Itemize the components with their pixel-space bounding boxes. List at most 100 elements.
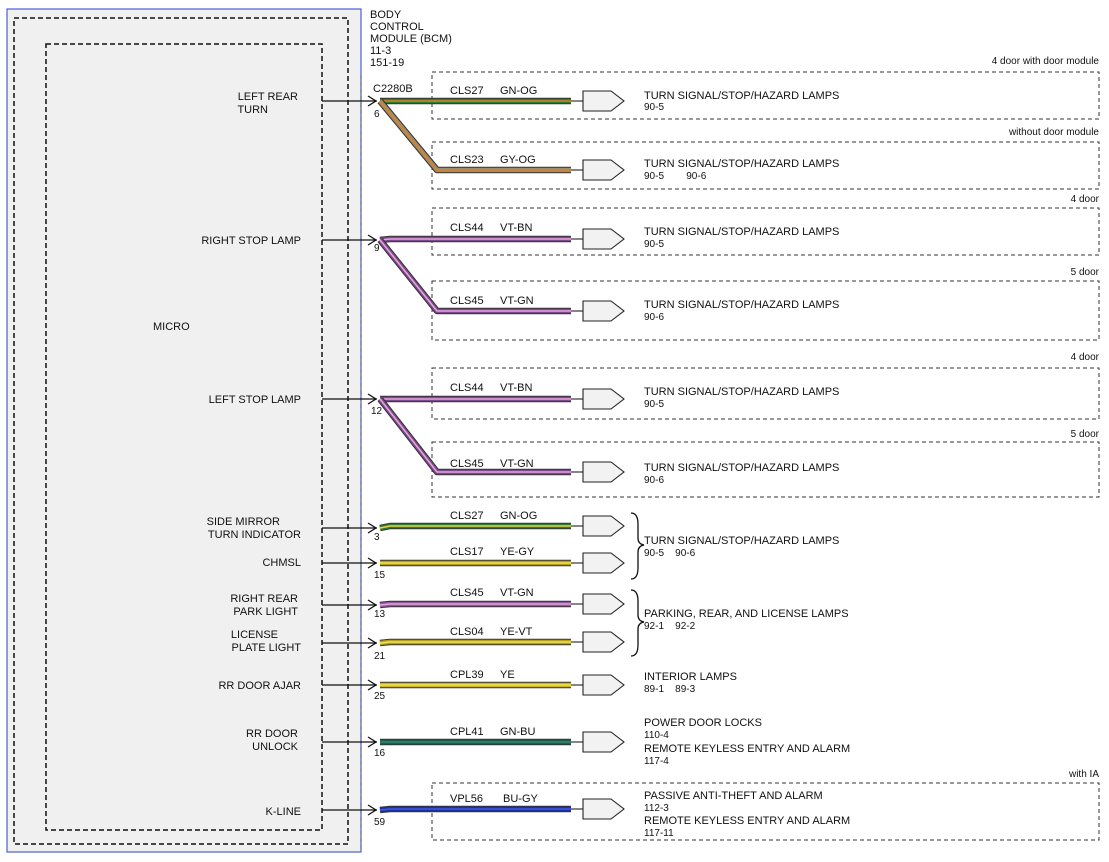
pin-arrow bbox=[367, 804, 378, 816]
wire-stripe bbox=[379, 239, 571, 312]
option-label: with IA bbox=[1068, 769, 1099, 780]
option-label: 5 door bbox=[1071, 267, 1100, 278]
wire-color: YE bbox=[500, 669, 515, 681]
input-label: RIGHT REAR bbox=[230, 593, 298, 605]
connector-label: C2280B bbox=[373, 83, 413, 95]
circuit-id: CLS44 bbox=[450, 382, 484, 394]
terminal-connector bbox=[582, 461, 625, 483]
destination-label: TURN SIGNAL/STOP/HAZARD LAMPS bbox=[644, 462, 839, 474]
wire-color: BU-GY bbox=[503, 793, 539, 805]
destination-label: TURN SIGNAL/STOP/HAZARD LAMPS bbox=[644, 226, 839, 238]
wire-stripe bbox=[379, 603, 571, 606]
circuit-id: CPL41 bbox=[450, 726, 484, 738]
wire-color: GN-OG bbox=[500, 510, 537, 522]
option-label: 4 door bbox=[1071, 194, 1100, 205]
circuit-id: CLS23 bbox=[450, 154, 484, 166]
input-label: K-LINE bbox=[266, 806, 301, 818]
pin-number: 16 bbox=[374, 748, 386, 759]
terminal-connector bbox=[582, 631, 625, 653]
pin-number: 9 bbox=[374, 243, 380, 254]
micro-block bbox=[45, 43, 323, 831]
terminal-connector bbox=[582, 593, 625, 615]
wire-color: YE-GY bbox=[500, 546, 535, 558]
terminal-connector bbox=[582, 552, 625, 574]
input-label: LEFT REAR bbox=[238, 91, 298, 103]
wire-stripe bbox=[379, 398, 571, 473]
group-brace bbox=[630, 589, 645, 657]
destination-label: REMOTE KEYLESS ENTRY AND ALARM bbox=[644, 815, 850, 827]
destination-ref: 117-4 bbox=[644, 756, 669, 767]
input-label: RR DOOR bbox=[246, 728, 298, 740]
micro-label: MICRO bbox=[153, 321, 190, 333]
input-label: RR DOOR AJAR bbox=[218, 680, 301, 692]
input-label: TURN INDICATOR bbox=[208, 529, 301, 541]
group-brace bbox=[630, 512, 645, 580]
wire-color: VT-BN bbox=[500, 382, 532, 394]
pin-number: 3 bbox=[374, 532, 380, 543]
wire-color: VT-GN bbox=[500, 458, 534, 470]
destination-label: TURN SIGNAL/STOP/HAZARD LAMPS bbox=[644, 386, 839, 398]
terminal-connector bbox=[582, 515, 625, 537]
wire-color: YE-VT bbox=[500, 626, 533, 638]
input-label: LEFT STOP LAMP bbox=[209, 394, 301, 406]
wire-stripe bbox=[379, 808, 571, 811]
pin-number: 13 bbox=[374, 609, 386, 620]
terminal-connector bbox=[582, 159, 625, 181]
input-label: LICENSE bbox=[231, 629, 278, 641]
wire-color: GY-OG bbox=[500, 154, 536, 166]
destination-label: TURN SIGNAL/STOP/HAZARD LAMPS bbox=[644, 299, 839, 311]
destination-ref: 90-5 bbox=[644, 239, 664, 250]
input-label: RIGHT STOP LAMP bbox=[201, 235, 301, 247]
option-label: 4 door bbox=[1071, 352, 1100, 363]
input-label: UNLOCK bbox=[252, 741, 299, 753]
pin-arrow bbox=[367, 557, 378, 569]
wire-color: VT-GN bbox=[500, 587, 534, 599]
destination-ref: 90-5 bbox=[644, 399, 664, 410]
wire-color: GN-OG bbox=[500, 85, 537, 97]
destination-label: TURN SIGNAL/STOP/HAZARD LAMPS bbox=[644, 90, 839, 102]
input-label: CHMSL bbox=[262, 557, 301, 569]
circuit-id: VPL56 bbox=[450, 793, 483, 805]
pin-number: 25 bbox=[374, 691, 386, 702]
bcm-module-frame bbox=[6, 8, 362, 853]
destination-ref: 117-11 bbox=[644, 828, 674, 839]
destination-ref: 110-4 bbox=[644, 730, 669, 741]
destination-ref: 90-6 bbox=[644, 312, 664, 323]
bcm-title-line: CONTROL bbox=[370, 21, 424, 33]
circuit-id: CLS44 bbox=[450, 222, 484, 234]
terminal-connector bbox=[582, 731, 625, 753]
destination-label: INTERIOR LAMPS bbox=[644, 671, 737, 683]
circuit-id: CPL39 bbox=[450, 669, 484, 681]
destination-ref: 92-1 92-2 bbox=[644, 621, 696, 632]
wire-stripe bbox=[379, 641, 571, 644]
destination-ref: 90-6 bbox=[644, 475, 664, 486]
input-label: PLATE LIGHT bbox=[232, 642, 302, 654]
destination-label: TURN SIGNAL/STOP/HAZARD LAMPS bbox=[644, 158, 839, 170]
option-box bbox=[431, 367, 1100, 420]
destination-label: PASSIVE ANTI-THEFT AND ALARM bbox=[644, 790, 823, 802]
option-label: 4 door with door module bbox=[992, 56, 1100, 67]
circuit-id: CLS45 bbox=[450, 587, 484, 599]
pin-number: 21 bbox=[374, 651, 386, 662]
bcm-title-line: MODULE (BCM) bbox=[370, 33, 452, 45]
input-label: TURN bbox=[237, 104, 268, 116]
bcm-module-outline bbox=[13, 17, 349, 845]
option-label: without door module bbox=[1008, 127, 1099, 138]
circuit-id: CLS04 bbox=[450, 626, 484, 638]
pin-number: 6 bbox=[374, 109, 380, 120]
bcm-title-line: BODY bbox=[370, 9, 402, 21]
destination-ref: 89-1 89-3 bbox=[644, 684, 696, 695]
destination-ref: 90-5 90-6 bbox=[644, 548, 696, 559]
wire-stripe bbox=[379, 100, 571, 171]
terminal-connector bbox=[582, 90, 625, 112]
destination-label: PARKING, REAR, AND LICENSE LAMPS bbox=[644, 608, 849, 620]
pin-arrow bbox=[367, 679, 378, 691]
option-label: 5 door bbox=[1071, 429, 1100, 440]
terminal-connector bbox=[582, 674, 625, 696]
circuit-id: CLS27 bbox=[450, 510, 484, 522]
pin-number: 12 bbox=[371, 406, 383, 417]
circuit-id: CLS45 bbox=[450, 295, 484, 307]
terminal-connector bbox=[582, 798, 625, 820]
terminal-connector bbox=[582, 228, 625, 250]
